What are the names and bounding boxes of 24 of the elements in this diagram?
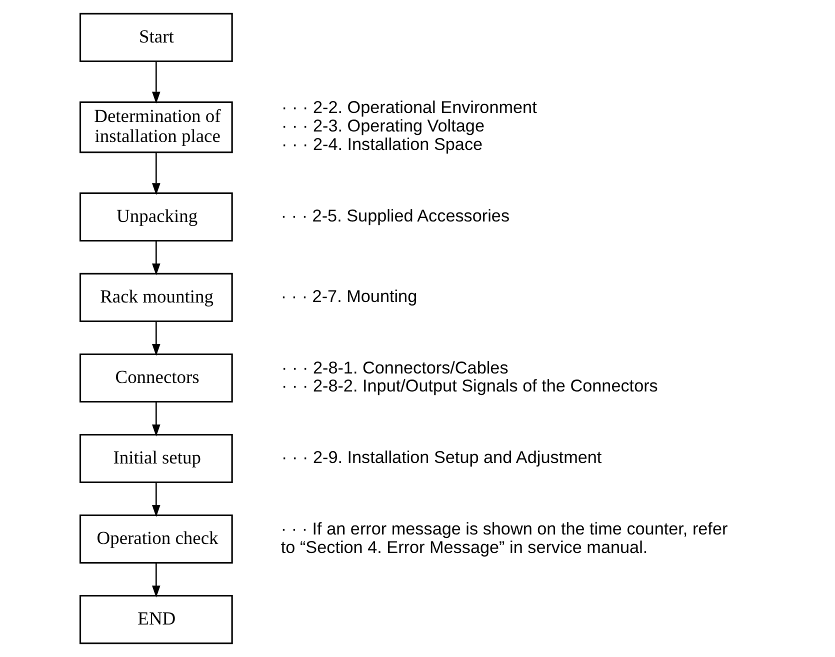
node-box: Unpacking	[79, 192, 233, 242]
node-label: · · · 2-3. Operating Voltage	[282, 116, 484, 136]
node-box: Connectors	[79, 353, 233, 403]
node-box: Start	[79, 12, 233, 62]
node-box: Determination of installation place	[79, 101, 233, 154]
node-label: · · · 2-8-2. Input/Output Signals of the Connectors	[282, 376, 658, 396]
node-label: · · · If an error message is shown on the time counter, refer to “Section 4. Error Message” in service manual.	[280, 518, 728, 557]
arrow	[152, 562, 160, 598]
arrow	[152, 321, 160, 356]
node-box: Initial setup	[79, 434, 233, 484]
arrow	[152, 402, 160, 436]
node-box: END	[79, 594, 233, 644]
arrow	[152, 62, 160, 104]
arrow	[152, 240, 160, 276]
node-label: · · · 2-7. Mounting	[280, 286, 418, 306]
arrow	[152, 482, 160, 517]
node-box: Operation check	[79, 514, 233, 564]
node-label: · · · 2-8-1. Connectors/Cables	[282, 357, 508, 378]
node-label: · · · 2-5. Supplied Accessories	[280, 205, 510, 226]
node-label: · · · 2-2. Operational Environment	[282, 97, 537, 118]
arrow	[152, 152, 160, 196]
node-label: · · · 2-9. Installation Setup and Adjustment	[282, 446, 602, 467]
node-box: Rack mounting	[79, 272, 233, 322]
node-label: · · · 2-4. Installation Space	[282, 134, 483, 154]
